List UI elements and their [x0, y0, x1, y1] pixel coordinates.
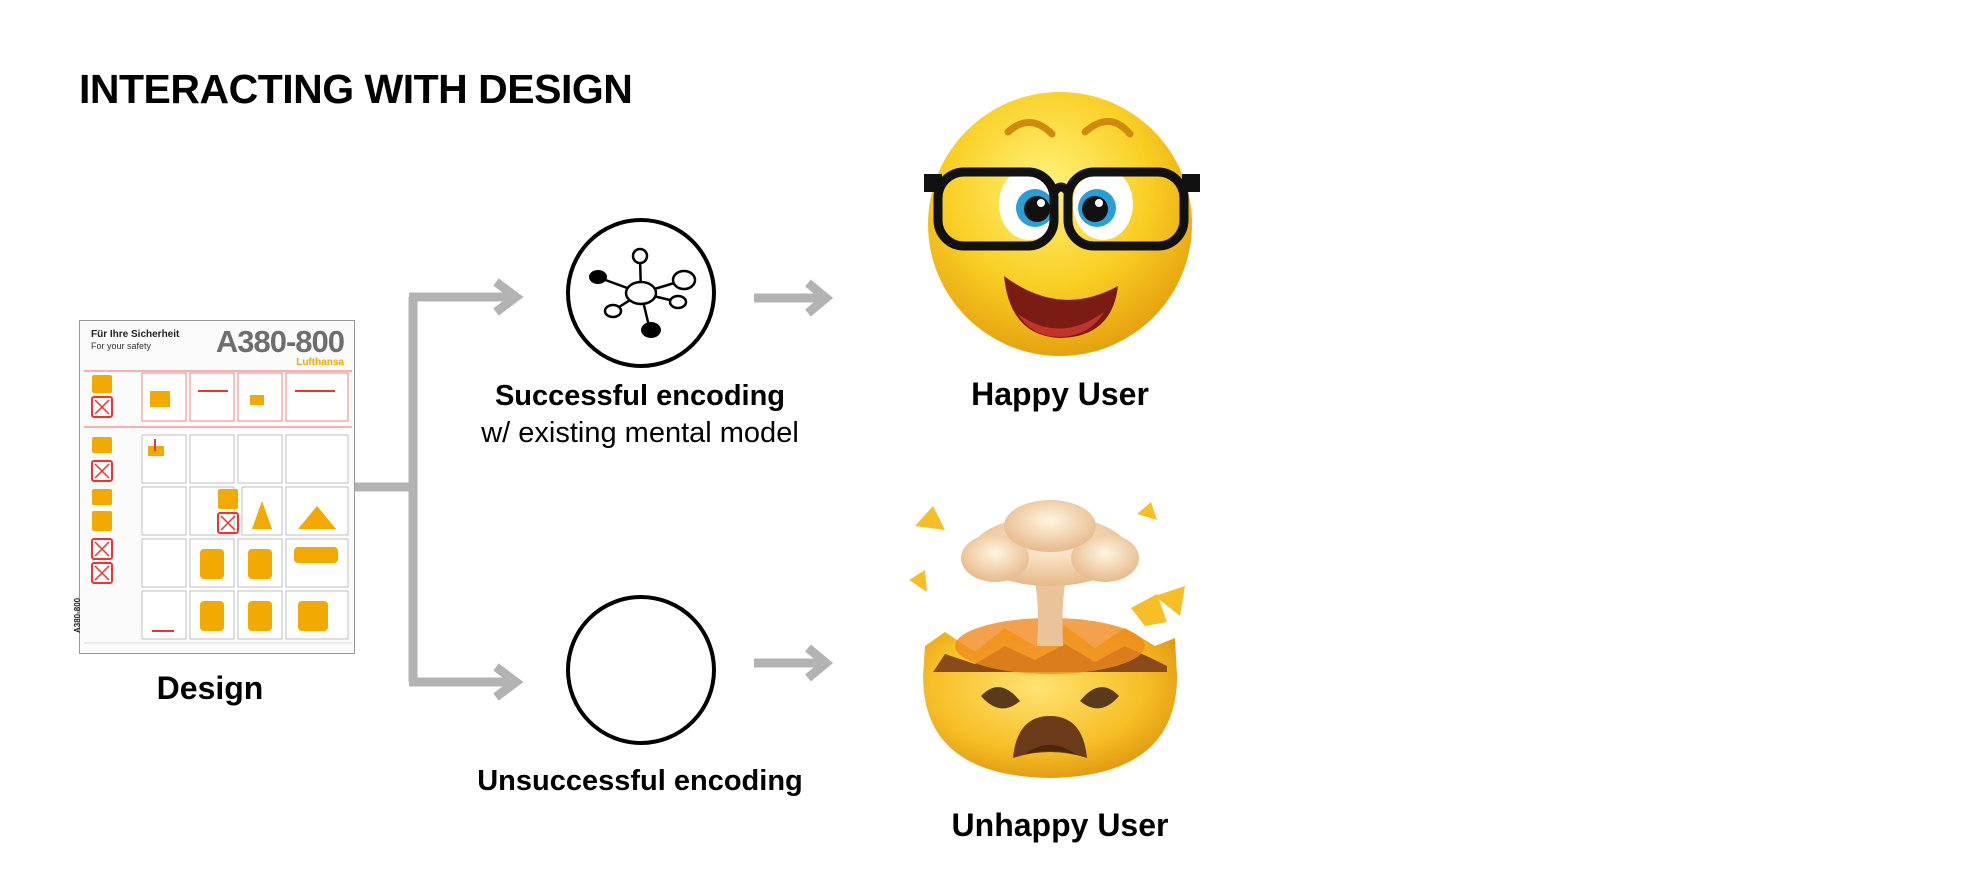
design-label: Design — [156, 670, 264, 706]
empty-circle-icon — [566, 595, 716, 745]
card-title-de: Für Ihre Sicherheit — [91, 329, 180, 340]
card-airline: Lufthansa — [296, 357, 344, 368]
branch-connector — [355, 292, 510, 687]
page-title: INTERACTING WITH DESIGN — [79, 66, 633, 112]
happy-user-label: Happy User — [971, 376, 1149, 412]
arrow-head-bottom — [493, 663, 524, 701]
unhappy-user-label: Unhappy User — [951, 807, 1169, 843]
card-model: A380-800 — [215, 324, 345, 359]
card-illustrations — [84, 370, 352, 644]
unsuccessful-encoding-label: Unsuccessful encoding — [477, 765, 803, 797]
nerd-face-emoji — [924, 92, 1200, 356]
card-pictogram-row-1 — [91, 372, 349, 422]
exploding-head-emoji — [909, 500, 1185, 778]
safety-card-image: Für Ihre Sicherheit For your safety A380… — [73, 320, 355, 654]
card-pictogram-row-5 — [141, 590, 349, 640]
arrow-head-top — [493, 278, 524, 316]
card-title-en: For your safety — [91, 341, 152, 351]
successful-encoding-title: Successful encoding — [494, 380, 786, 412]
arrow-fail-to-unhappy — [754, 644, 834, 682]
arrow-success-to-happy — [754, 279, 834, 317]
card-pictogram-row-3 — [92, 486, 349, 536]
card-pictogram-row-2 — [91, 434, 349, 484]
card-pictogram-row-4 — [91, 538, 349, 588]
successful-encoding-subtitle: w/ existing mental model — [481, 417, 799, 449]
successful-encoding-label: Successful encoding w/ existing mental m… — [430, 380, 850, 450]
network-icon — [566, 218, 716, 368]
